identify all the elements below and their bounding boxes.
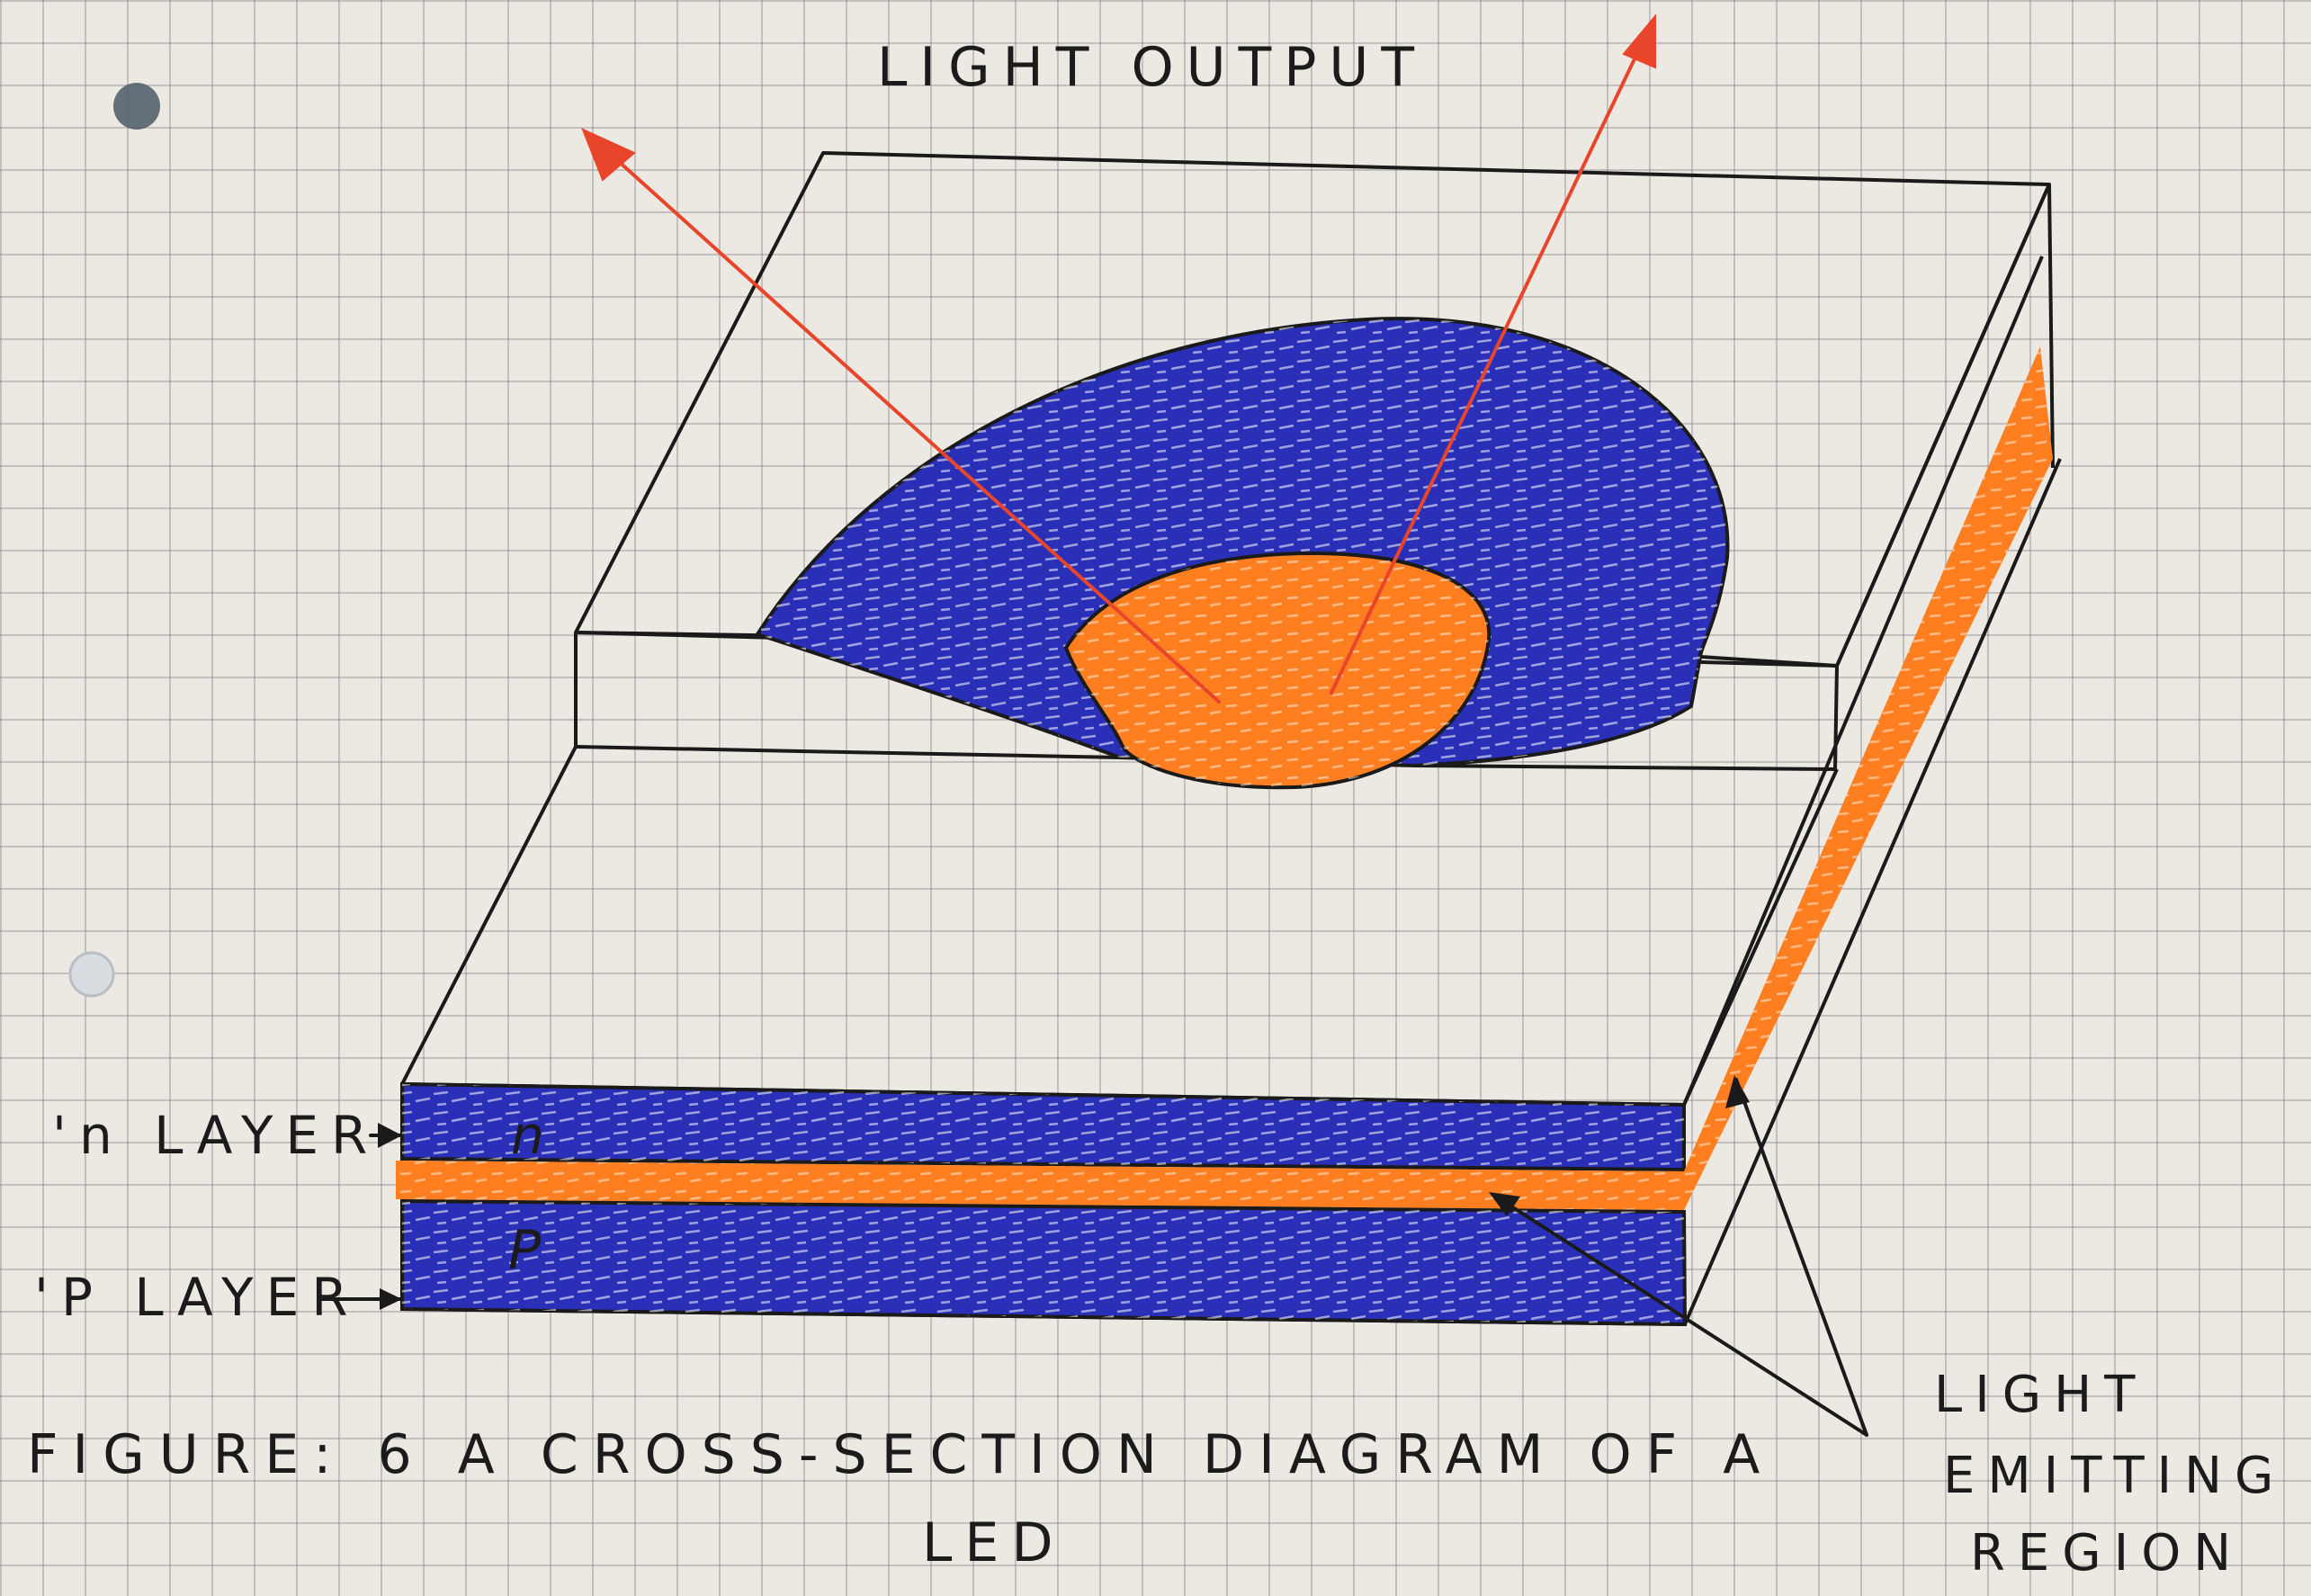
region-front-arrowhead-icon bbox=[1489, 1192, 1520, 1216]
p-layer bbox=[400, 1198, 1688, 1327]
n-layer-label: 'n LAYER bbox=[52, 1105, 381, 1166]
p-layer-letter: P bbox=[508, 1219, 542, 1282]
binder-hole-bottom bbox=[68, 951, 115, 998]
light-emitting-region-label-line1: LIGHT bbox=[1934, 1366, 2148, 1424]
junction-front bbox=[396, 1161, 1684, 1210]
region-side-arrowhead-icon bbox=[1725, 1075, 1750, 1108]
arrowhead-right-icon bbox=[1622, 13, 1656, 69]
light-emitting-region-label-line3: REGION bbox=[1970, 1524, 2244, 1583]
region-pointer-front bbox=[1491, 1193, 1868, 1437]
binder-hole-top bbox=[113, 83, 160, 130]
emitting-spot bbox=[1063, 551, 1491, 790]
n-layer bbox=[400, 1081, 1686, 1172]
n-layer-letter: n bbox=[511, 1105, 544, 1166]
light-ray-left bbox=[587, 133, 1221, 704]
p-layer-label: 'P LAYER bbox=[34, 1267, 361, 1328]
p-layer-arrowhead-icon bbox=[380, 1288, 402, 1310]
n-layer-arrowhead-icon bbox=[378, 1123, 402, 1148]
figure-caption-line2: LED bbox=[922, 1511, 1066, 1574]
chip-left-edge bbox=[400, 746, 578, 1085]
light-rays bbox=[587, 23, 1653, 704]
chip-right-side-face bbox=[1682, 184, 2062, 1325]
region-pointer-side bbox=[1734, 1078, 1868, 1437]
light-ray-right bbox=[1330, 23, 1653, 695]
junction-side-strip bbox=[1684, 346, 2053, 1210]
arrowhead-left-icon bbox=[581, 128, 636, 182]
figure-caption-line1: FIGURE: 6 A CROSS-SECTION DIAGRAM OF A bbox=[27, 1423, 1775, 1486]
light-output-label: LIGHT OUTPUT bbox=[877, 36, 1427, 99]
light-emitting-region-label-line2: EMITTING bbox=[1943, 1447, 2287, 1505]
